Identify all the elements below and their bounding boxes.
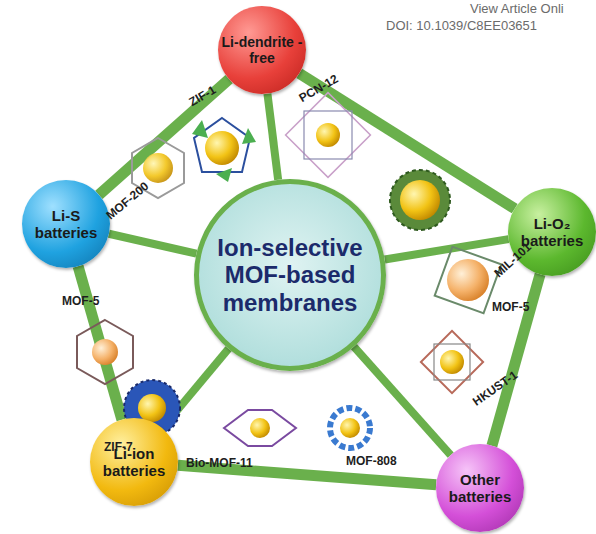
tetrahedron [192, 120, 208, 138]
mof-name: MOF-5 [492, 300, 529, 314]
application-circle: Other batteries [436, 444, 524, 532]
pore-sphere [440, 350, 464, 374]
framework-cage [304, 111, 352, 159]
application-circle: Li-S batteries [22, 180, 110, 268]
mil101-structure [390, 170, 450, 230]
header-link: View Article Onli [470, 1, 564, 16]
pore-sphere [400, 180, 440, 220]
framework-cage [421, 331, 483, 393]
pcn12-structure [286, 93, 371, 178]
spoke-connector [109, 234, 196, 254]
framework-cage [330, 408, 370, 448]
pore-sphere [92, 339, 118, 365]
pore-sphere [340, 418, 360, 438]
tetrahedron [242, 128, 256, 144]
application-circle: Li-dendrite -free [218, 6, 306, 94]
mof5-structure [435, 247, 502, 314]
hkust1-structure [421, 331, 483, 393]
mof-name: MOF-808 [346, 454, 397, 468]
application-circle: Li-O₂ batteries [508, 188, 596, 276]
spoke-connector [267, 94, 278, 180]
spoke-connector [385, 239, 509, 259]
node-label: Other batteries [440, 471, 520, 506]
mof808-structure [330, 408, 370, 448]
biomof11-structure [224, 410, 296, 446]
framework-cage [434, 344, 470, 380]
pore-sphere [205, 131, 239, 165]
mof-name: ZIF-7 [104, 440, 133, 454]
node-label: Ion-selective MOF-based membranes [205, 234, 375, 317]
mof5-structure [77, 320, 133, 384]
mof-name: Bio-MOF-11 [186, 456, 253, 470]
node-label: Li-S batteries [26, 207, 106, 242]
mof-name: MOF-5 [62, 294, 99, 308]
node-label: Li-dendrite -free [220, 34, 304, 66]
pore-sphere [316, 123, 340, 147]
framework-cage [435, 247, 502, 314]
framework-cage [224, 410, 296, 446]
central-circle: Ion-selective MOF-based membranes [194, 179, 386, 371]
framework-cage [286, 93, 371, 178]
pore-sphere [143, 153, 173, 183]
doi-text: DOI: 10.1039/C8EE03651 [386, 18, 537, 33]
pore-sphere [250, 418, 270, 438]
pore-sphere [447, 259, 489, 301]
framework-cage [390, 170, 450, 230]
tetrahedron [216, 168, 232, 182]
pentagon-edge [492, 274, 540, 445]
framework-cage [77, 320, 133, 384]
zif1-structure [192, 118, 256, 182]
pentagon-edge [78, 266, 122, 419]
application-circle: Li-ion batteries [90, 418, 178, 506]
